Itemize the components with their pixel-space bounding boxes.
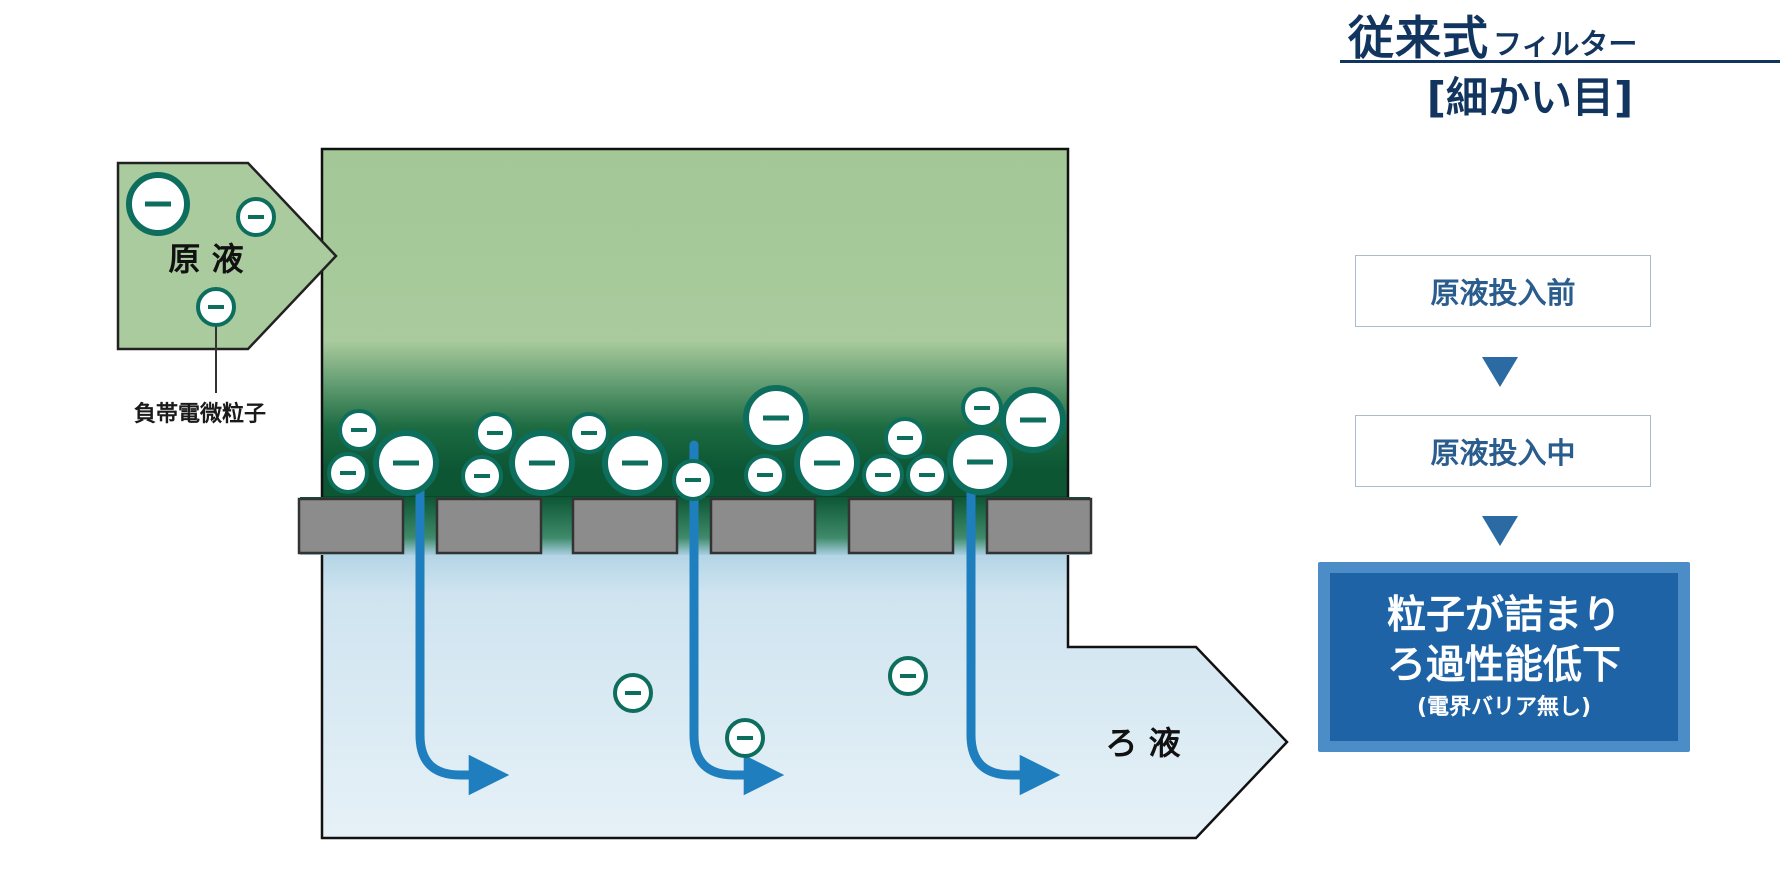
outlet-label: ろ 液	[1105, 724, 1180, 762]
page-title: 従来式フィルター	[1348, 2, 1637, 68]
particle-icon	[126, 172, 190, 236]
particle-icon	[744, 454, 786, 496]
particle-icon	[196, 287, 236, 327]
particle-icon	[888, 656, 928, 696]
page-title-sub: フィルター	[1493, 27, 1638, 61]
page-subtitle: [細かい目]	[1426, 73, 1634, 122]
particle-icon	[474, 412, 516, 454]
particle-icon	[947, 429, 1013, 495]
particle-icon	[672, 459, 714, 501]
filtrate-region	[320, 538, 1289, 840]
page-title-main: 従来式	[1348, 11, 1489, 65]
filter-mesh	[297, 497, 1093, 555]
header-divider	[1340, 60, 1780, 63]
particle-icon	[884, 417, 926, 459]
filter-block	[571, 497, 679, 555]
result-line-2: ろ過性能低下	[1386, 643, 1621, 688]
particle-icon	[725, 718, 765, 758]
filter-block	[297, 497, 405, 555]
particle-icon	[327, 452, 369, 494]
particle-icon	[602, 430, 668, 496]
particle-icon	[236, 197, 276, 237]
particle-icon	[961, 387, 1003, 429]
particle-icon	[338, 409, 380, 451]
step-arrow-down-icon	[1482, 516, 1518, 546]
particle-icon	[509, 430, 575, 496]
filter-block	[847, 497, 955, 555]
result-line-1: 粒子が詰まり	[1386, 593, 1621, 638]
particle-icon	[613, 673, 653, 713]
flow-arrow	[966, 481, 1061, 796]
flow-arrow	[415, 481, 510, 796]
particle-icon	[568, 412, 610, 454]
particle-icon	[373, 430, 439, 496]
particle-icon	[1000, 387, 1066, 453]
particle-group	[126, 172, 1066, 758]
filter-block	[709, 497, 817, 555]
filter-block	[435, 497, 543, 555]
step-before-input: 原液投入前	[1355, 255, 1651, 327]
flow-arrow	[689, 440, 785, 796]
particle-caption: 負帯電微粒子	[134, 401, 266, 427]
result-box: 粒子が詰まり ろ過性能低下 (電界バリア無し)	[1330, 573, 1678, 741]
particle-icon	[743, 385, 809, 451]
filter-block	[985, 497, 1093, 555]
raw-liquid-tank	[320, 147, 1070, 500]
inlet-label: 原 液	[168, 240, 243, 278]
step-during-input: 原液投入中	[1355, 415, 1651, 487]
page-header: 従来式フィルター [細かい目]	[1340, 0, 1780, 130]
result-note: (電界バリア無し)	[1416, 695, 1592, 720]
particle-icon	[862, 454, 904, 496]
flow-arrows	[415, 440, 1061, 796]
particle-icon	[794, 430, 860, 496]
step-arrow-down-icon	[1482, 357, 1518, 387]
particle-icon	[906, 454, 948, 496]
particle-icon	[461, 455, 503, 497]
